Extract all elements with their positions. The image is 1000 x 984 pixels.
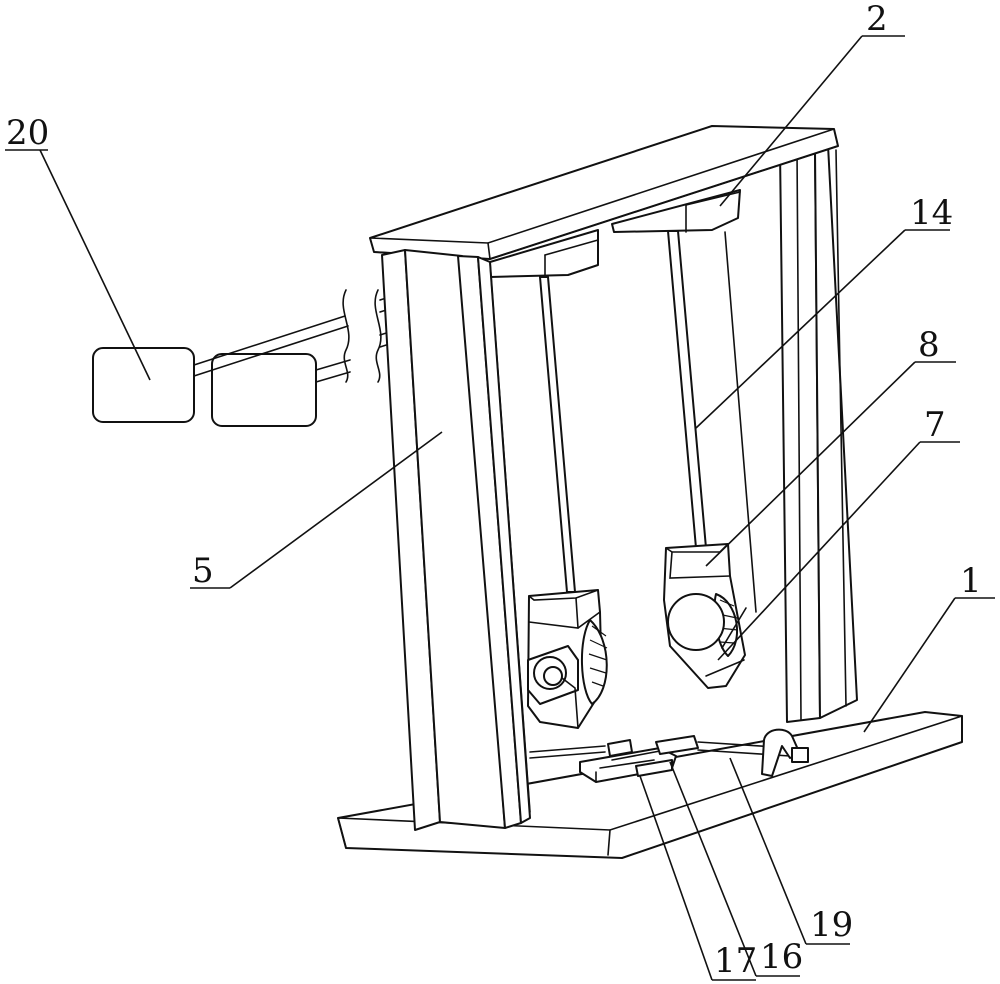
label-2: 2	[866, 0, 888, 39]
label-7: 7	[924, 405, 946, 445]
label-5: 5	[192, 551, 214, 591]
remote-unit	[92, 289, 403, 427]
left-clamp	[527, 589, 608, 729]
label-8: 8	[918, 325, 940, 365]
label-16: 16	[760, 937, 804, 977]
hanger-blocks	[489, 189, 741, 278]
right-clamp	[663, 543, 747, 689]
leader-lines	[5, 35, 995, 981]
label-19: 19	[810, 905, 854, 945]
left-post	[381, 249, 531, 831]
right-post	[779, 144, 858, 723]
top-beam	[369, 125, 839, 260]
label-1: 1	[960, 561, 982, 601]
pedal-mechanism	[529, 728, 809, 783]
label-20: 20	[6, 113, 50, 153]
label-17: 17	[714, 941, 758, 981]
label-14: 14	[910, 193, 954, 233]
